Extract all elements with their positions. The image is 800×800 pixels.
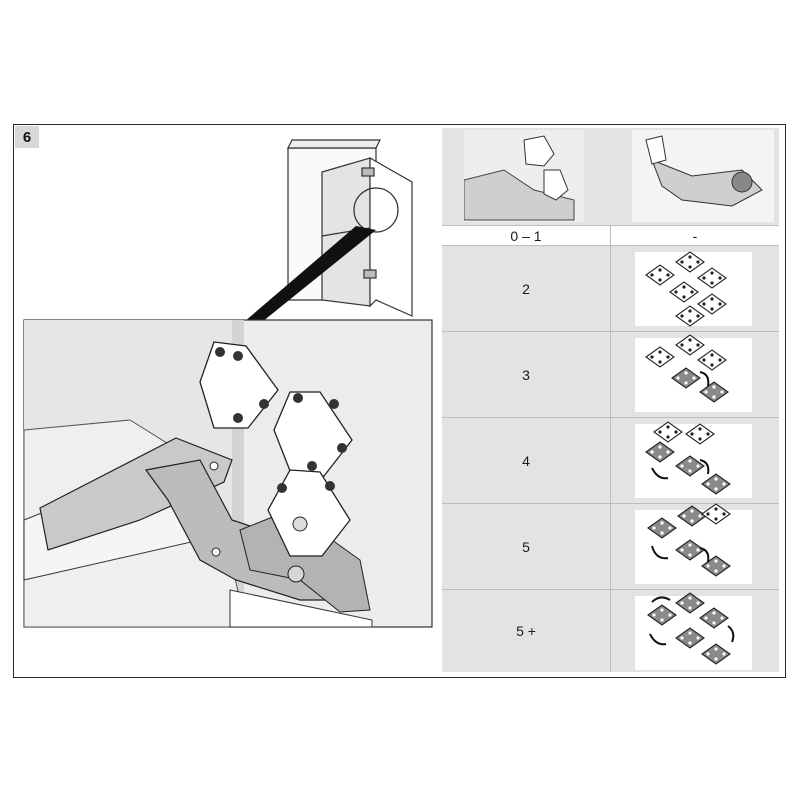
step-number-badge: 6 (15, 126, 39, 148)
table-row: 5 + (442, 590, 779, 672)
hinge-detail-view (23, 319, 433, 628)
table-row: 2 (442, 246, 779, 332)
row-value: - (692, 227, 698, 244)
plate-config-thumbnail (635, 424, 752, 498)
row-label: 2 (522, 280, 530, 297)
row-label: 4 (522, 452, 530, 469)
table-header-row (442, 128, 779, 226)
hinge-open-thumbnail (632, 130, 774, 222)
table-row: 0 – 1 - (442, 226, 779, 246)
row-label: 0 – 1 (510, 227, 542, 244)
plate-config-thumbnail (635, 338, 752, 412)
plate-config-thumbnail (635, 252, 752, 326)
zoom-indicator (244, 226, 376, 322)
row-label: 5 (522, 538, 530, 555)
plate-config-thumbnail (635, 596, 752, 670)
row-label: 3 (522, 366, 530, 383)
row-label: 5 + (516, 623, 536, 639)
plate-config-thumbnail (635, 510, 752, 584)
cabinet-drawing (287, 139, 413, 317)
table-row: 4 (442, 418, 779, 504)
table-row: 5 (442, 504, 779, 590)
table-row: 3 (442, 332, 779, 418)
settings-table: 0 – 1 - 2 3 4 5 5 + (442, 128, 779, 672)
hinge-closed-thumbnail (463, 130, 584, 222)
